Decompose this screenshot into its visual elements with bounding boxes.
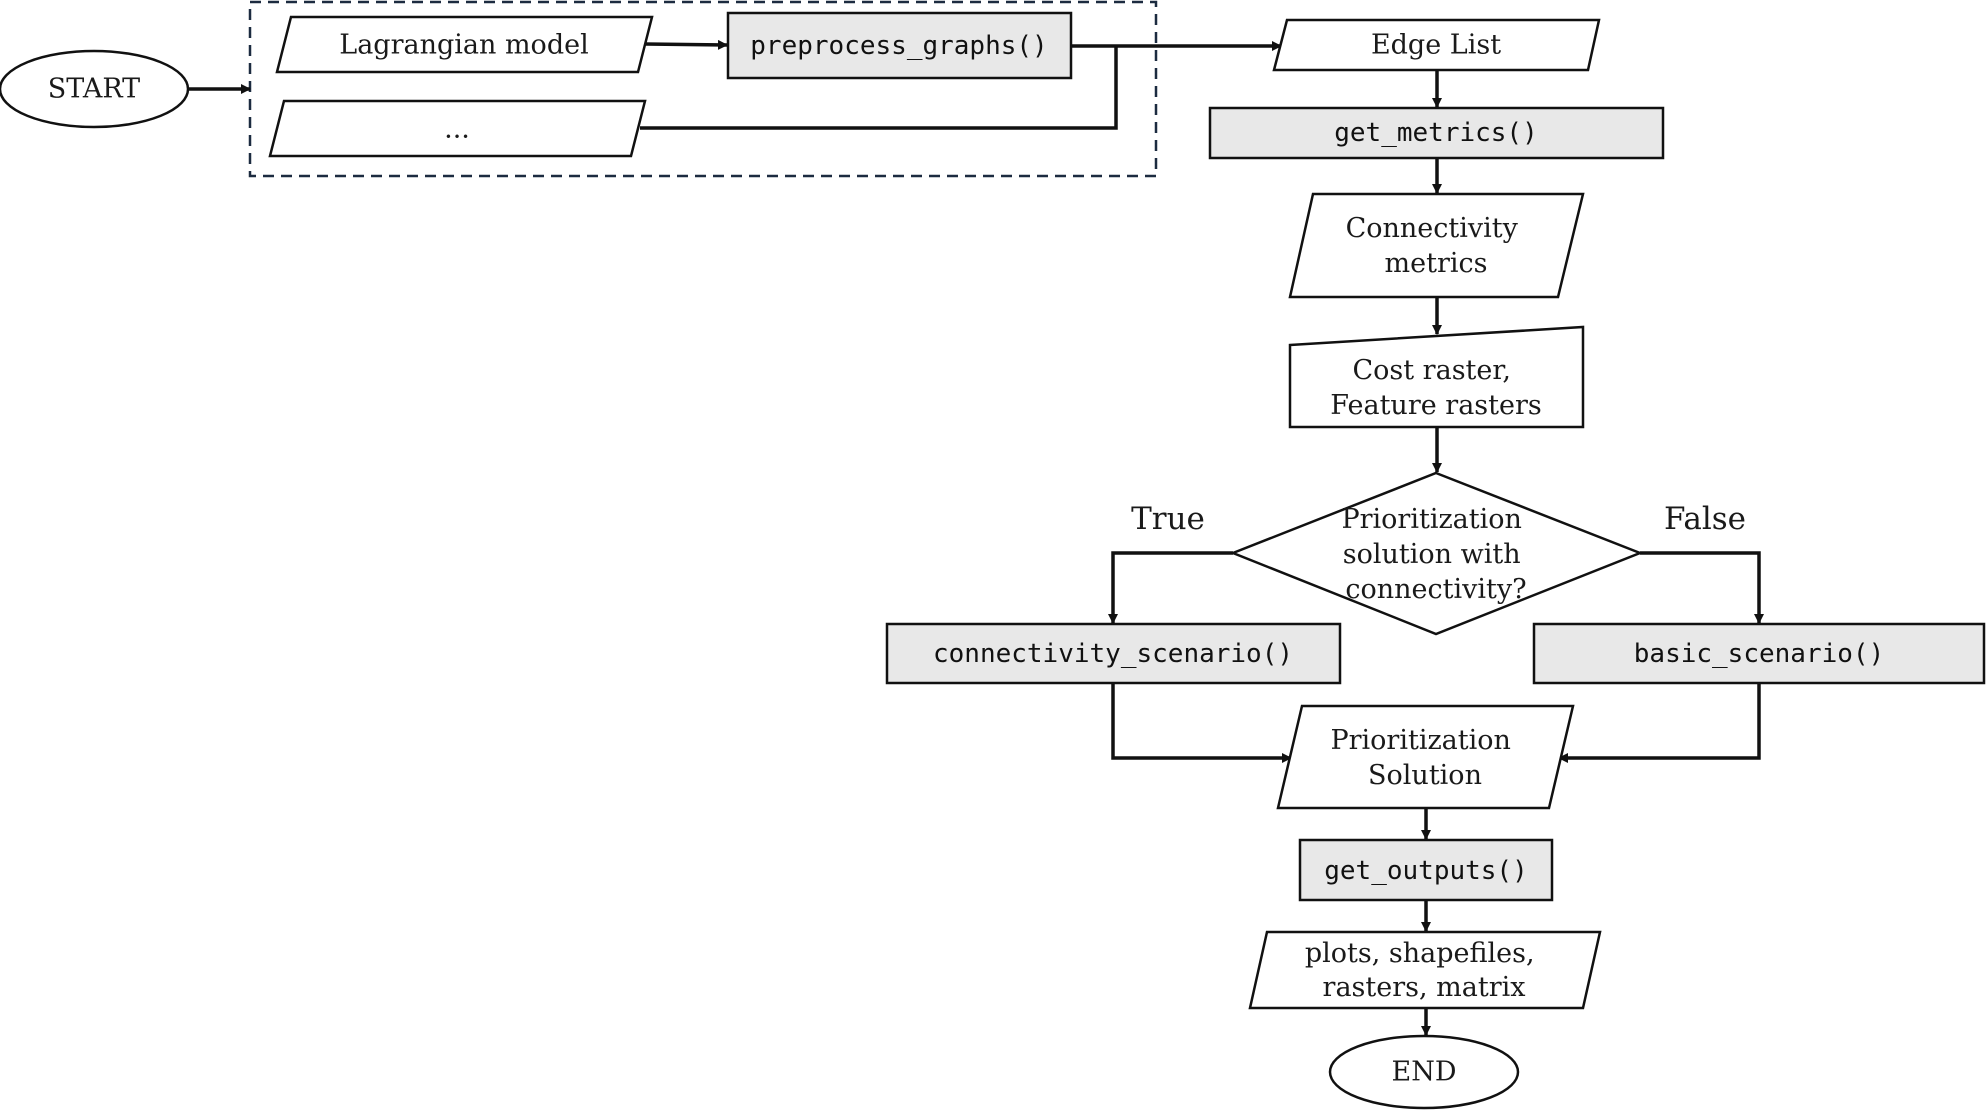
solution-line-1: Prioritization	[1330, 725, 1510, 756]
get-metrics-node: get_metrics()	[1208, 106, 1665, 160]
preprocess-graphs-node: preprocess_graphs()	[726, 11, 1073, 80]
decision-line-3: connectivity?	[1345, 574, 1526, 605]
true-branch-label: True	[1131, 501, 1205, 537]
lagrangian-model-label: Lagrangian model	[339, 30, 588, 61]
edge-decision-false-to-basic-scenario	[1640, 551, 1764, 624]
decision-line-2: solution with	[1343, 539, 1521, 570]
edge-connectivity-scenario-to-solution	[1111, 684, 1292, 763]
rasters-line-2: Feature rasters	[1330, 390, 1542, 421]
outputs-line-1: plots, shapefiles,	[1305, 938, 1535, 969]
edge-list-node: Edge List	[1272, 18, 1601, 72]
edges	[188, 39, 1764, 1036]
connectivity-metrics-line-1: Connectivity	[1346, 213, 1519, 244]
decision-line-1: Prioritization	[1341, 504, 1521, 535]
basic-scenario-label: basic_scenario()	[1634, 639, 1884, 669]
other-input-label: ...	[444, 114, 470, 145]
edge-lagrangian-to-preprocess	[644, 39, 728, 50]
start-label: START	[48, 74, 140, 105]
get-outputs-node: get_outputs()	[1298, 838, 1554, 902]
false-branch-label: False	[1664, 501, 1746, 537]
rasters-node: Cost raster, Feature rasters	[1288, 325, 1585, 429]
rasters-line-1: Cost raster,	[1352, 355, 1510, 386]
connectivity-metrics-line-2: metrics	[1385, 248, 1488, 279]
start-node: START	[0, 49, 190, 129]
prioritization-solution-node: Prioritization Solution	[1276, 704, 1575, 810]
outputs-line-2: rasters, matrix	[1323, 972, 1526, 1003]
connectivity-metrics-node: Connectivity metrics	[1288, 192, 1585, 299]
connectivity-scenario-node: connectivity_scenario()	[885, 622, 1342, 685]
outputs-node: plots, shapefiles, rasters, matrix	[1248, 930, 1602, 1010]
edge-decision-true-to-connectivity-scenario	[1108, 551, 1233, 624]
svg-text:Prioritization solution: Prioritization solution with connectivit…	[1341, 504, 1530, 605]
preprocess-graphs-label: preprocess_graphs()	[750, 31, 1047, 61]
end-label: END	[1392, 1057, 1457, 1088]
svg-text:plots, shapefiles, raste: plots, shapefiles, rasters, matrix	[1305, 938, 1543, 1003]
solution-line-2: Solution	[1368, 760, 1482, 791]
edge-list-label: Edge List	[1371, 30, 1501, 61]
edge-other-input-to-edge-list	[640, 46, 1118, 130]
svg-text:Prioritization Solution: Prioritization Solution	[1330, 725, 1519, 791]
basic-scenario-node: basic_scenario()	[1532, 622, 1986, 685]
get-outputs-label: get_outputs()	[1324, 856, 1528, 886]
other-input-node: ...	[268, 99, 647, 158]
end-node: END	[1328, 1034, 1520, 1110]
connectivity-scenario-label: connectivity_scenario()	[933, 639, 1293, 669]
connectivity-decision-node: Prioritization solution with connectivit…	[1229, 471, 1644, 636]
lagrangian-model-node: Lagrangian model	[275, 15, 654, 74]
get-metrics-label: get_metrics()	[1334, 118, 1538, 148]
svg-text:Cost raster, Feature ras: Cost raster, Feature rasters	[1330, 355, 1542, 421]
edge-basic-scenario-to-solution	[1558, 684, 1761, 763]
svg-text:Connectivity metrics: Connectivity metrics	[1346, 213, 1527, 279]
